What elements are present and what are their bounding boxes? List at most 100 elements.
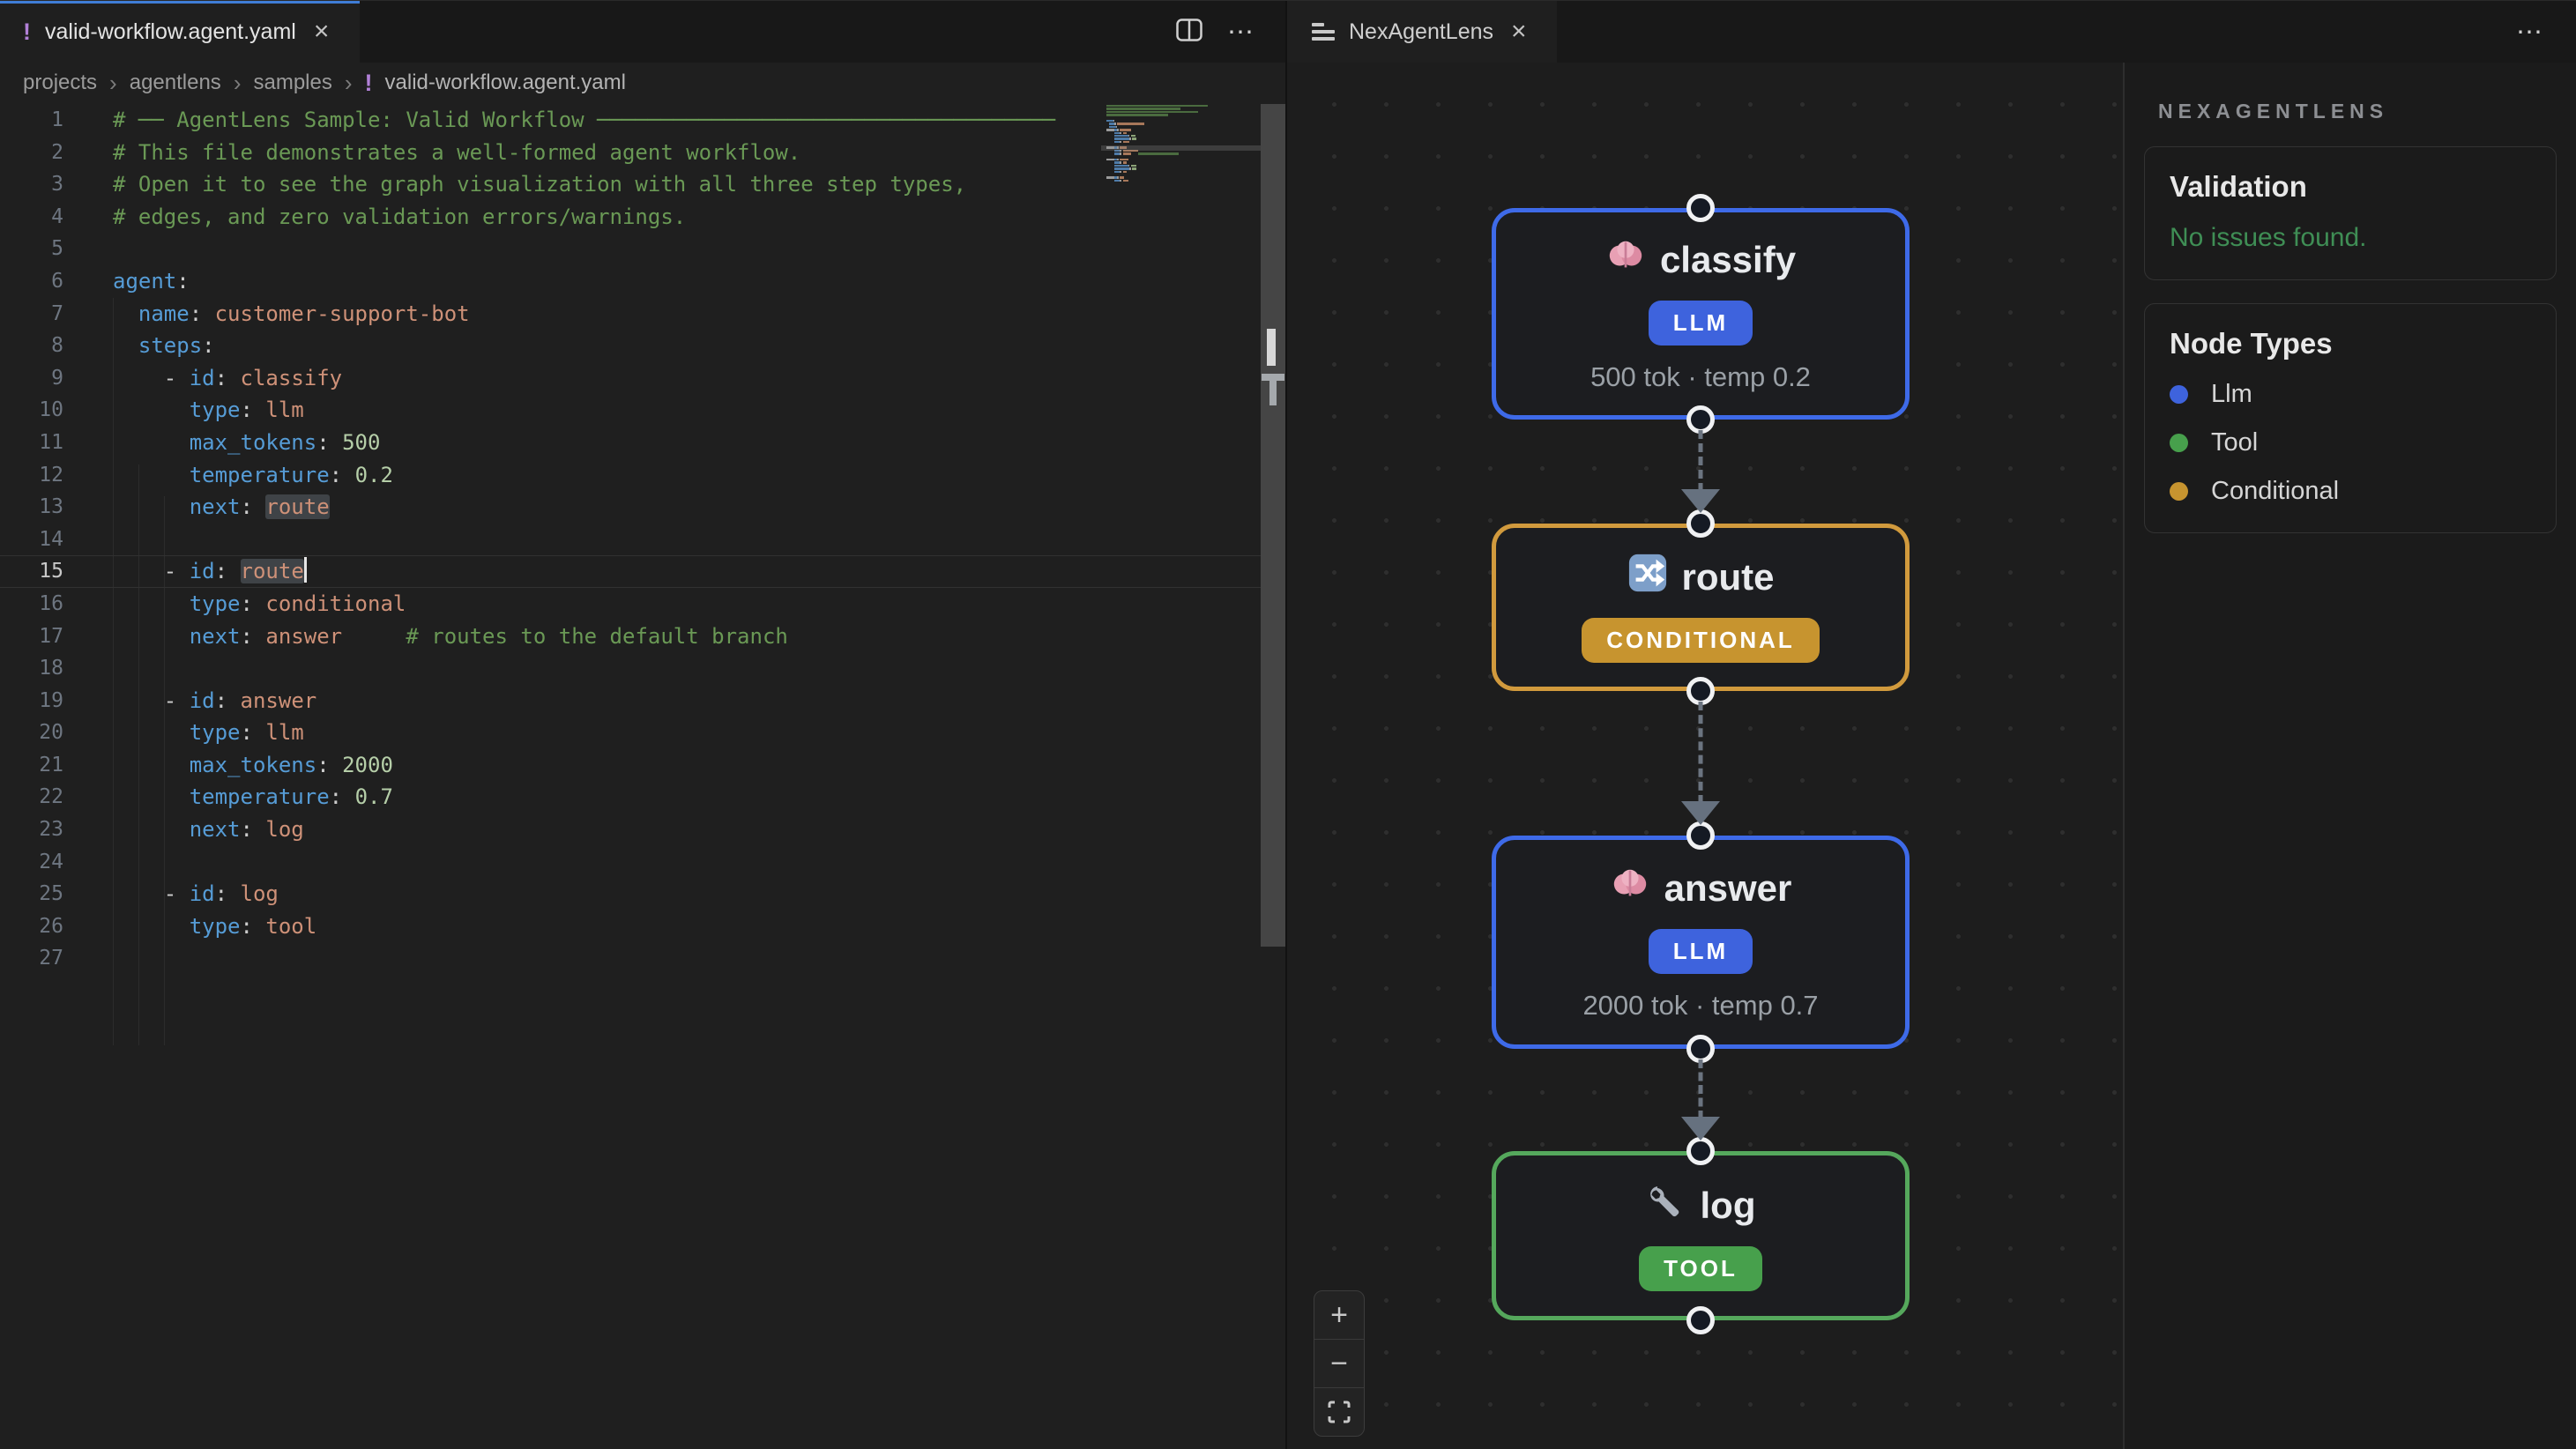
line-number: 21: [39, 753, 63, 777]
tab-nexagentlens[interactable]: NexAgentLens ×: [1285, 1, 1557, 63]
line-number: 1: [51, 108, 63, 131]
legend-dot-tool: [2170, 434, 2188, 452]
breadcrumb-item[interactable]: agentlens: [129, 71, 221, 94]
code-line-text: - id: classify: [113, 365, 343, 390]
code-line[interactable]: 21 max_tokens: 2000: [0, 749, 1285, 782]
line-number: 2: [51, 140, 63, 164]
breadcrumb-item[interactable]: samples: [253, 71, 332, 94]
graph-edge-route-answer[interactable]: [1681, 702, 1720, 825]
edge-arrowhead-icon: [1681, 489, 1720, 513]
more-actions-icon[interactable]: ⋯: [1227, 17, 1255, 47]
code-line[interactable]: 3 # Open it to see the graph visualizatio…: [0, 168, 1285, 201]
line-number: 23: [39, 818, 63, 842]
node-handle-top[interactable]: [1686, 821, 1715, 850]
split-editor-icon[interactable]: [1176, 18, 1202, 46]
zoom-in-button[interactable]: +: [1330, 1297, 1348, 1332]
legend-label: Tool: [2211, 428, 2259, 457]
line-number: 3: [51, 173, 63, 197]
code-line[interactable]: 26 type: tool: [0, 910, 1285, 943]
code-line[interactable]: 10 type: llm: [0, 394, 1285, 427]
node-handle-top[interactable]: [1686, 1137, 1715, 1165]
panel-tabstrip: NexAgentLens × ⋯: [1285, 1, 2576, 63]
scrollbar-thumb[interactable]: [1261, 104, 1285, 947]
code-line[interactable]: 25 - id: log: [0, 878, 1285, 910]
code-line[interactable]: 17 next: answer # routes to the default …: [0, 620, 1285, 653]
line-number: 9: [51, 366, 63, 390]
code-line-text: - id: route: [63, 556, 307, 587]
code-line[interactable]: 7 name: customer-support-bot: [0, 298, 1285, 331]
zoom-out-button[interactable]: −: [1314, 1339, 1364, 1387]
node-title: log: [1646, 1181, 1755, 1230]
editor-scrollbar[interactable]: [1261, 104, 1285, 1449]
minimap-viewport-band: [1101, 145, 1261, 151]
code-line[interactable]: 9 - id: classify: [0, 362, 1285, 395]
breadcrumb-item[interactable]: projects: [23, 71, 98, 94]
breadcrumb-file[interactable]: valid-workflow.agent.yaml: [384, 71, 626, 94]
code-line[interactable]: 1 # ── AgentLens Sample: Valid Workflow ─…: [0, 104, 1285, 137]
legend-item-llm: Llm: [2170, 380, 2531, 409]
node-handle-top[interactable]: [1686, 194, 1715, 222]
code-line[interactable]: 22 temperature: 0.7: [0, 781, 1285, 814]
code-line-text: # ── AgentLens Sample: Valid Workflow ──…: [113, 108, 1056, 132]
node-handle-top[interactable]: [1686, 509, 1715, 538]
line-number: 26: [39, 914, 63, 938]
code-line[interactable]: 13 next: route: [0, 491, 1285, 524]
line-number: 19: [39, 688, 63, 712]
code-line[interactable]: 19 - id: answer: [0, 685, 1285, 717]
code-line-text: max_tokens: 500: [189, 429, 381, 455]
code-line[interactable]: 12 temperature: 0.2: [0, 459, 1285, 492]
validation-message: No issues found.: [2170, 223, 2367, 252]
minimap[interactable]: [1101, 105, 1261, 369]
legend-dot-llm: [2170, 385, 2188, 404]
brain-icon: [1610, 864, 1650, 913]
line-number: 12: [39, 463, 63, 487]
code-line-text: type: conditional: [189, 591, 406, 616]
line-number: 27: [39, 947, 63, 970]
graph-edge-answer-log[interactable]: [1681, 1059, 1720, 1141]
code-line-text: name: customer-support-bot: [138, 301, 470, 326]
node-handle-bottom[interactable]: [1686, 1306, 1715, 1334]
panel-more-icon[interactable]: ⋯: [2516, 17, 2544, 47]
graph-edge-classify-route[interactable]: [1681, 430, 1720, 513]
code-line[interactable]: 14: [0, 524, 1285, 556]
close-tab-icon[interactable]: ×: [313, 17, 330, 46]
shuffle-icon: [1627, 553, 1668, 602]
editor-panel-sash[interactable]: [1285, 1, 1287, 1449]
legend-label: Llm: [2211, 380, 2252, 408]
code-line[interactable]: 8 steps:: [0, 330, 1285, 362]
code-line[interactable]: 18: [0, 652, 1285, 685]
node-types-title: Node Types: [2170, 327, 2333, 360]
tab-valid-workflow[interactable]: ! valid-workflow.agent.yaml ×: [0, 1, 360, 63]
code-line[interactable]: 23 next: log: [0, 814, 1285, 846]
code-line[interactable]: 4# edges, and zero validation errors/war…: [0, 201, 1285, 234]
breadcrumb[interactable]: projects›agentlens›samples›!valid-workfl…: [0, 63, 1285, 103]
line-number: 13: [39, 495, 63, 519]
code-line[interactable]: 15 - id: route: [0, 555, 1285, 588]
line-number: 17: [39, 624, 63, 648]
code-line[interactable]: 24: [0, 846, 1285, 879]
code-line[interactable]: 16 type: conditional: [0, 588, 1285, 620]
editor-tabstrip: ! valid-workflow.agent.yaml × ⋯: [0, 1, 1285, 63]
code-line-text: next: route: [189, 494, 330, 520]
code-editor[interactable]: 1 # ── AgentLens Sample: Valid Workflow ─…: [0, 103, 1285, 1449]
code-line[interactable]: 11 max_tokens: 500: [0, 427, 1285, 459]
code-line[interactable]: 2# This file demonstrates a well-formed …: [0, 137, 1285, 169]
code-line-text: # Open it to see the graph visualization…: [113, 172, 967, 197]
code-line[interactable]: 20 type: llm: [0, 717, 1285, 749]
fit-view-button[interactable]: [1314, 1387, 1364, 1436]
node-type-badge: LLM: [1648, 928, 1753, 974]
line-number: 16: [39, 591, 63, 615]
validation-card: Validation No issues found.: [2144, 146, 2557, 280]
line-number: 4: [51, 204, 63, 228]
close-panel-icon[interactable]: ×: [1511, 17, 1527, 46]
code-line[interactable]: 5: [0, 233, 1285, 265]
code-line[interactable]: 27: [0, 942, 1285, 975]
